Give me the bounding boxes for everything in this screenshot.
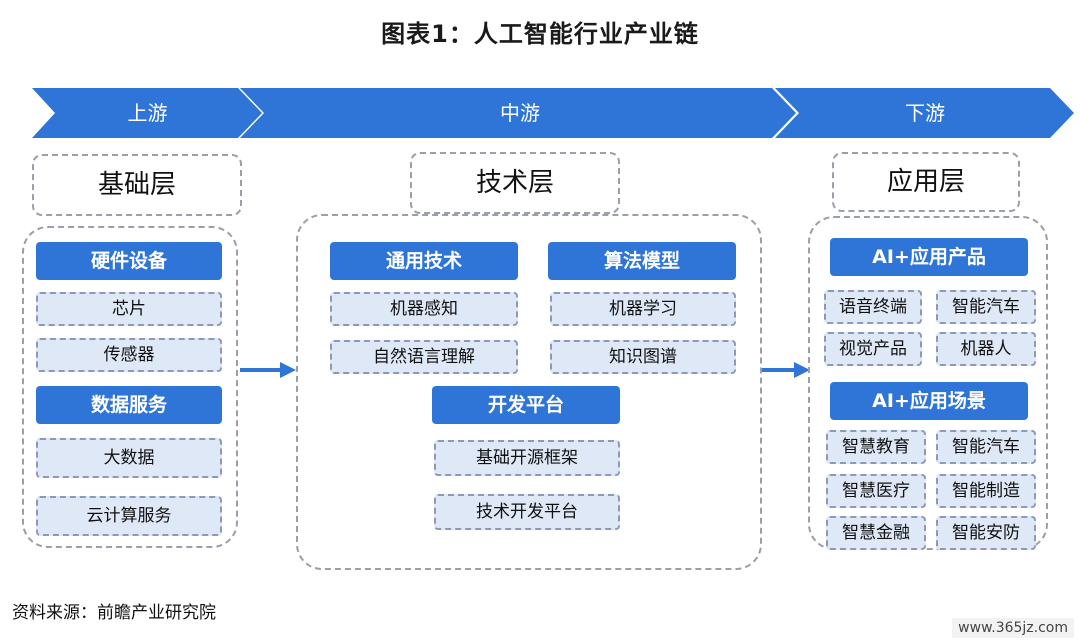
dev-platform-heading: 开发平台	[432, 386, 620, 424]
item-sensor: 传感器	[36, 338, 222, 372]
layer-technology: 技术层	[410, 152, 620, 214]
flow-arrow-up-to-mid	[240, 362, 296, 378]
item-tech-dev-platform: 技术开发平台	[434, 494, 620, 530]
data-service-heading: 数据服务	[36, 386, 222, 424]
item-voice-terminal: 语音终端	[824, 290, 922, 324]
item-machine-learning: 机器学习	[550, 292, 736, 326]
ai-products-heading: AI+应用产品	[830, 238, 1028, 276]
stage-chevron-downstream	[775, 88, 1074, 138]
item-smart-medical: 智慧医疗	[826, 474, 926, 508]
item-open-source-framework: 基础开源框架	[434, 440, 620, 476]
item-smart-security: 智能安防	[936, 516, 1036, 550]
general-tech-heading: 通用技术	[330, 242, 518, 280]
layer-application: 应用层	[832, 152, 1020, 212]
item-chip: 芯片	[36, 292, 222, 326]
item-vision-product: 视觉产品	[824, 332, 922, 366]
stage-chevron-midstream	[240, 88, 796, 138]
flow-arrow-mid-to-down	[762, 362, 810, 378]
item-smart-car: 智能汽车	[936, 290, 1036, 324]
algorithm-heading: 算法模型	[548, 242, 736, 280]
item-smart-car-scene: 智能汽车	[936, 430, 1036, 464]
item-smart-finance: 智慧金融	[826, 516, 926, 550]
ai-scenes-heading: AI+应用场景	[830, 382, 1028, 420]
hardware-heading: 硬件设备	[36, 242, 222, 280]
item-smart-education: 智慧教育	[826, 430, 926, 464]
diagram-title: 图表1：人工智能行业产业链	[381, 20, 699, 48]
source-note: 资料来源：前瞻产业研究院	[12, 603, 216, 623]
stage-chevron-upstream	[32, 88, 262, 138]
layer-foundation: 基础层	[32, 154, 242, 216]
item-smart-manufacturing: 智能制造	[936, 474, 1036, 508]
item-machine-perception: 机器感知	[330, 292, 518, 326]
item-nlu: 自然语言理解	[330, 340, 518, 374]
stage-label-upstream: 上游	[127, 101, 168, 125]
watermark: www.365jz.com	[952, 618, 1074, 638]
stage-label-midstream: 中游	[500, 101, 540, 125]
item-knowledge-graph: 知识图谱	[550, 340, 736, 374]
item-robot: 机器人	[936, 332, 1036, 366]
item-cloud-computing: 云计算服务	[36, 496, 222, 536]
item-big-data: 大数据	[36, 438, 222, 478]
stage-label-downstream: 下游	[905, 101, 945, 125]
